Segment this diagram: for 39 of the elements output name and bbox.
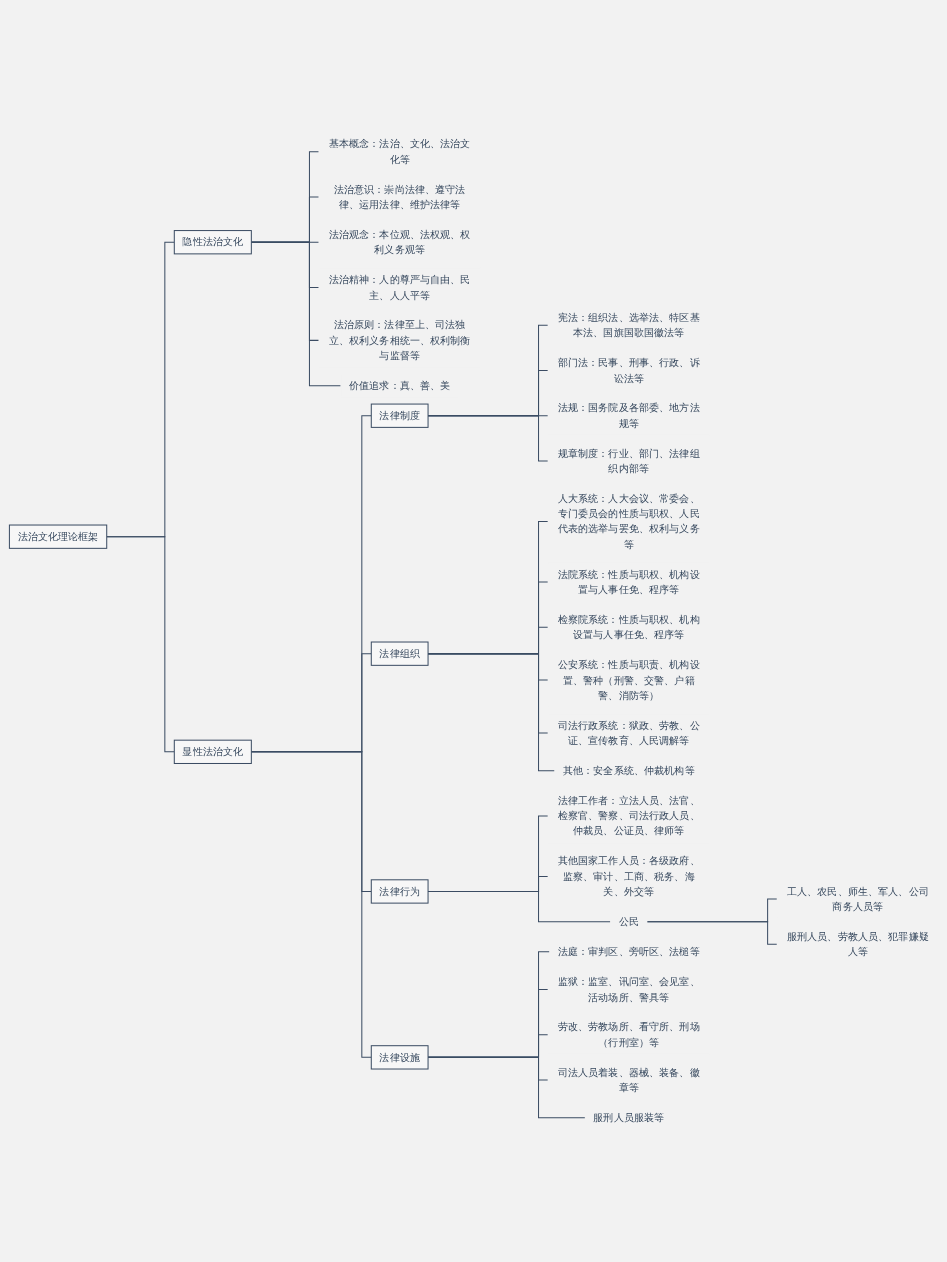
node-text: 宪法：组织法、选举法、特区基本法、国旗国歌国徽法等 [557, 311, 700, 339]
node-text: 法律工作者：立法人员、法官、检察官、警察、司法行政人员、仲裁员、公证员、律师等 [557, 794, 700, 838]
connector [427, 1056, 586, 1119]
node-box: 隐性法治文化 [173, 230, 252, 255]
node-text: 法治原则：法律至上、司法独立、权利义务相统一、权利制衡与监督等 [328, 319, 471, 362]
node-text: 其他国家工作人员：各级政府、监察、审计、工商、税务、海关、外交等 [557, 855, 700, 898]
node-box: 法治文化理论框架 [8, 524, 107, 549]
connector [646, 921, 778, 945]
node-text: 规章制度：行业、部门、法律组织内部等 [557, 447, 700, 475]
node-text: 法庭：审判区、旁听区、法槌等 [557, 945, 700, 958]
node-text: 法治意识：崇尚法律、遵守法律、运用法律、维护法律等 [333, 183, 466, 211]
node-text: 监狱：监室、讯问室、会见室、活动场所、警具等 [557, 975, 700, 1004]
node-text: 司法行政系统：狱政、劳教、公证、宣传教育、人民调解等 [557, 719, 700, 747]
node-text: 其他：安全系统、仲裁机构等 [562, 764, 695, 777]
node-text: 公安系统：性质与职责、机构设置、警种（刑警、交警、户籍警、消防等） [557, 658, 700, 702]
node-text: 价值追求：真、善、美 [348, 379, 450, 392]
node-box: 法律行为 [370, 879, 429, 904]
node-text: 部门法：民事、刑事、行政、诉讼法等 [557, 356, 700, 385]
node-text: 公民 [618, 915, 639, 928]
node-text: 法规：国务院及各部委、地方法规等 [557, 401, 700, 430]
node-text: 工人、农民、师生、军人、公司商务人员等 [786, 885, 929, 913]
node-text: 司法人员着装、器械、装备、徽章等 [557, 1066, 700, 1094]
node-box: 法律制度 [370, 403, 429, 428]
node-text: 法治精神：人的尊严与自由、民主、人人平等 [328, 273, 471, 302]
connector [427, 891, 611, 923]
node-text: 基本概念：法治、文化、法治文化等 [328, 137, 471, 166]
node-text: 人大系统：人大会议、常委会、专门委员会的性质与职权、人民代表的选举与罢免、权利与义务等 [557, 492, 700, 551]
node-box: 法律设施 [370, 1045, 429, 1070]
node-text: 法院系统：性质与职权、机构设置与人事任免、程序等 [557, 568, 700, 596]
node-text: 法治观念：本位观、法权观、权利义务观等 [328, 228, 471, 256]
connector [427, 653, 555, 772]
node-text: 服刑人员、劳教人员、犯罪嫌疑人等 [786, 930, 929, 958]
node-box: 法律组织 [370, 641, 429, 666]
node-text: 检察院系统：性质与职权、机构设置与人事任免、程序等 [557, 613, 700, 641]
node-box: 显性法治文化 [173, 739, 252, 765]
connector [250, 241, 341, 387]
connector [427, 415, 548, 462]
node-text: 服刑人员服装等 [592, 1111, 664, 1124]
node-text: 劳改、劳教场所、看守所、刑场（行刑室）等 [557, 1020, 700, 1049]
